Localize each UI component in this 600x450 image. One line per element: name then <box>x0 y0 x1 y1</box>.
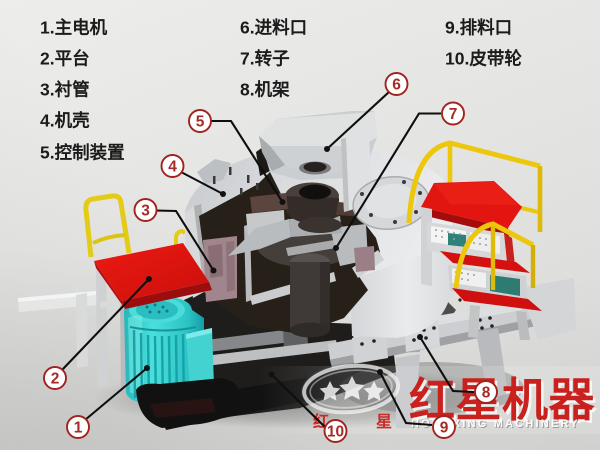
svg-text:8: 8 <box>482 385 491 402</box>
svg-text:5: 5 <box>196 114 205 131</box>
svg-text:10.皮带轮: 10.皮带轮 <box>445 49 522 69</box>
svg-text:9.排料口: 9.排料口 <box>445 18 512 38</box>
svg-text:1: 1 <box>74 420 83 437</box>
svg-text:10: 10 <box>327 424 344 441</box>
svg-text:4: 4 <box>168 159 177 176</box>
svg-text:3: 3 <box>141 203 150 220</box>
svg-text:5.控制装置: 5.控制装置 <box>40 143 125 163</box>
svg-text:2.平台: 2.平台 <box>40 49 90 69</box>
svg-text:3.衬管: 3.衬管 <box>40 80 90 100</box>
svg-text:1.主电机: 1.主电机 <box>40 18 108 38</box>
svg-text:2: 2 <box>51 371 60 388</box>
svg-text:6: 6 <box>392 77 401 94</box>
svg-text:4.机壳: 4.机壳 <box>40 111 90 131</box>
svg-text:6.进料口: 6.进料口 <box>240 18 307 38</box>
svg-text:9: 9 <box>440 420 449 437</box>
svg-text:星: 星 <box>376 413 392 431</box>
svg-text:8.机架: 8.机架 <box>240 80 290 100</box>
svg-text:7.转子: 7.转子 <box>240 49 290 69</box>
svg-text:7: 7 <box>449 106 458 123</box>
